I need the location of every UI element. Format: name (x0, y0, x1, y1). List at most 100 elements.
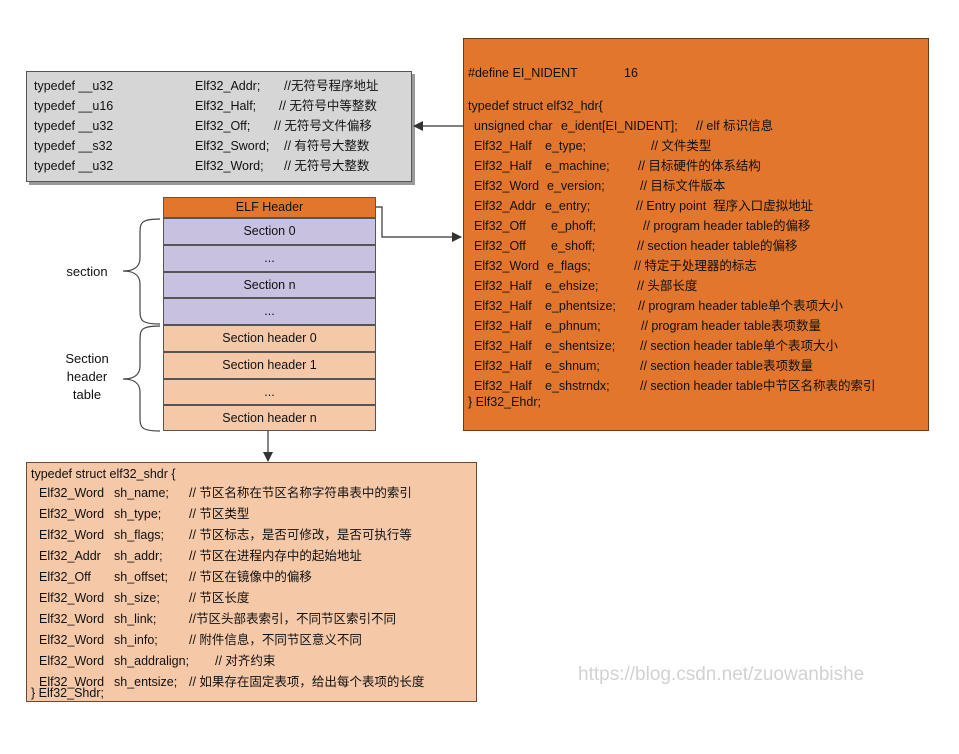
define-value: 16 (624, 66, 638, 80)
section-header-struct-box: typedef struct elf32_shdr { Elf32_Word s… (26, 462, 477, 702)
field-name: e_ident[EI_NIDENT]; (561, 119, 678, 133)
field-name: sh_size; (114, 591, 160, 605)
field-comment: // program header table的偏移 (643, 219, 811, 233)
field-type: Elf32_Word (39, 633, 105, 647)
label-line: Section (65, 351, 109, 366)
field-name: sh_offset; (114, 570, 168, 584)
typedef-name: Elf32_Addr; (195, 79, 261, 93)
field-type: Elf32_Half (474, 379, 532, 393)
struct-open: typedef struct elf32_shdr { (31, 467, 176, 481)
struct-field: Elf32_Word sh_entsize; // 如果存在固定表项，给出每个表… (39, 674, 424, 754)
field-type: Elf32_Off (39, 570, 91, 584)
struct-field: Elf32_Half e_shnum; // section header ta… (474, 358, 813, 438)
field-comment: // 目标硬件的体系结构 (638, 159, 761, 173)
struct-field: Elf32_Addr e_entry; // Entry point 程序入口虚… (474, 198, 813, 278)
field-comment: // program header table表项数量 (641, 319, 821, 333)
field-name: sh_addralign; (114, 654, 190, 668)
field-comment: // 节区标志，是否可修改，是否可执行等 (189, 528, 412, 542)
field-type: unsigned char (474, 119, 553, 133)
typedef-name: Elf32_Half; (195, 99, 257, 113)
field-type: Elf32_Word (39, 591, 105, 605)
field-comment: // Entry point 程序入口虚拟地址 (636, 199, 814, 213)
typedef-name: Elf32_Off; (195, 119, 251, 133)
struct-field: Elf32_Word sh_link; //节区头部表索引，不同节区索引不同 (39, 611, 396, 691)
struct-field: Elf32_Half e_type; // 文件类型 (474, 138, 711, 218)
struct-field: Elf32_Half e_phnum; // program header ta… (474, 318, 821, 398)
field-name: e_machine; (545, 159, 610, 173)
typedef-type: typedef __u16 (34, 99, 114, 113)
typedef-row: typedef __u32 Elf32_Addr; //无符号程序地址 (34, 78, 378, 158)
field-name: e_type; (545, 139, 587, 153)
field-type: Elf32_Word (39, 528, 105, 542)
field-comment: // 文件类型 (651, 139, 712, 153)
typedef-row: typedef __u32 Elf32_Off; // 无符号文件偏移 (34, 118, 372, 198)
struct-field: Elf32_Word sh_addralign; // 对齐约束 (39, 653, 275, 733)
field-type: Elf32_Word (39, 612, 105, 626)
field-name: e_phnum; (545, 319, 601, 333)
cell-section-0: Section 0 (163, 218, 376, 245)
arrow-elf-header-to-struct (376, 206, 462, 242)
field-name: e_phoff; (551, 219, 596, 233)
field-comment: // section header table的偏移 (637, 239, 798, 253)
cell-section-header-1: Section header 1 (163, 352, 376, 379)
field-name: e_version; (547, 179, 605, 193)
elf-header-struct-box: #define EI_NIDENT 16 typedef struct elf3… (463, 38, 929, 431)
typedef-comment: // 有符号大整数 (284, 139, 370, 153)
field-type: Elf32_Word (39, 507, 105, 521)
field-comment: // 节区类型 (189, 507, 250, 521)
typedef-type: typedef __s32 (34, 139, 113, 153)
label-line: header (66, 369, 108, 384)
field-comment: // 目标文件版本 (640, 179, 726, 193)
field-comment: // 附件信息，不同节区意义不同 (189, 633, 362, 647)
label-section-header-table: Section header table (52, 350, 122, 404)
struct-close: } Elf32_Shdr; (31, 686, 104, 700)
struct-field: Elf32_Word sh_type; // 节区类型 (39, 506, 249, 586)
field-type: Elf32_Word (39, 675, 105, 689)
cell-elf-header: ELF Header (163, 197, 376, 218)
struct-field: Elf32_Off e_phoff; // program header tab… (474, 218, 810, 298)
struct-field: Elf32_Off sh_offset; // 节区在镜像中的偏移 (39, 569, 312, 649)
struct-field: Elf32_Half e_ehsize; // 头部长度 (474, 278, 697, 358)
typedef-name: Elf32_Word; (195, 159, 264, 173)
typedef-row: typedef __u32 Elf32_Word; // 无符号大整数 (34, 158, 369, 238)
field-type: Elf32_Half (474, 319, 532, 333)
field-comment: // 节区名称在节区名称字符串表中的索引 (189, 486, 412, 500)
field-name: sh_addr; (114, 549, 163, 563)
struct-field: Elf32_Half e_phentsize; // program heade… (474, 298, 843, 378)
struct-field: Elf32_Word e_version; // 目标文件版本 (474, 178, 725, 258)
typedef-type: typedef __u32 (34, 119, 114, 133)
struct-field: Elf32_Addr sh_addr; // 节区在进程内存中的起始地址 (39, 548, 362, 628)
field-type: Elf32_Half (474, 139, 532, 153)
field-type: Elf32_Half (474, 339, 532, 353)
field-comment: // 节区长度 (189, 591, 250, 605)
field-type: Elf32_Off (474, 239, 526, 253)
struct-field: Elf32_Word sh_size; // 节区长度 (39, 590, 249, 670)
connectors (122, 121, 463, 462)
field-name: e_shstrndx; (545, 379, 610, 393)
field-name: e_shoff; (551, 239, 596, 253)
field-name: e_shnum; (545, 359, 600, 373)
brace-section (122, 218, 161, 325)
field-name: sh_link; (114, 612, 157, 626)
struct-field: Elf32_Half e_shentsize; // section heade… (474, 338, 838, 418)
struct-field: Elf32_Word sh_name; // 节区名称在节区名称字符串表中的索引 (39, 485, 412, 565)
label-line: table (72, 387, 102, 402)
struct-field: Elf32_Word e_flags; // 特定于处理器的标志 (474, 258, 757, 338)
typedef-row: typedef __u16 Elf32_Half; // 无符号中等整数 (34, 98, 377, 178)
struct-field: Elf32_Half e_machine; // 目标硬件的体系结构 (474, 158, 761, 238)
watermark: https://blog.csdn.net/zuowanbishe (578, 664, 865, 685)
typedef-row: typedef __s32 Elf32_Sword; // 有符号大整数 (34, 138, 369, 218)
typedef-comment: // 无符号文件偏移 (274, 119, 372, 133)
cell-section-header-0: Section header 0 (163, 325, 376, 352)
field-name: e_ehsize; (545, 279, 599, 293)
typedef-comment: // 无符号中等整数 (279, 99, 377, 113)
field-comment: // elf 标识信息 (696, 119, 774, 133)
field-type: Elf32_Half (474, 299, 532, 313)
struct-field: Elf32_Half e_shstrndx; // section header… (474, 378, 876, 458)
field-type: Elf32_Word (39, 486, 105, 500)
field-type: Elf32_Off (474, 219, 526, 233)
field-type: Elf32_Word (474, 259, 540, 273)
typedef-comment: // 无符号大整数 (284, 159, 370, 173)
field-comment: // section header table表项数量 (640, 359, 813, 373)
cell-section-ellipsis: ... (163, 298, 376, 325)
